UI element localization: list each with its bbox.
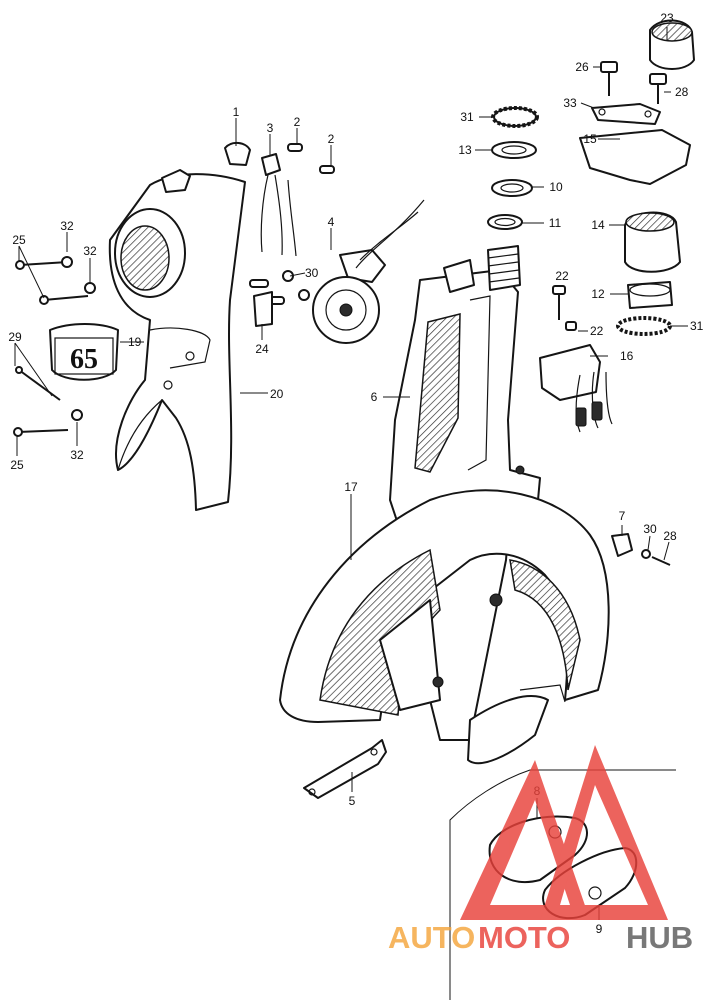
emblem-plate: 65 bbox=[49, 323, 119, 381]
label-25b: 25 bbox=[10, 458, 24, 472]
label-25a: 25 bbox=[12, 233, 26, 247]
label-14: 14 bbox=[591, 218, 605, 232]
steering-lock bbox=[539, 285, 613, 433]
label-32a: 32 bbox=[60, 219, 74, 233]
label-4: 4 bbox=[328, 215, 335, 229]
label-16: 16 bbox=[620, 349, 634, 363]
watermark-triangle-inner bbox=[540, 745, 668, 920]
label-22b: 22 bbox=[590, 324, 604, 338]
steering-parts bbox=[487, 19, 695, 309]
horn bbox=[249, 199, 425, 344]
label-23: 23 bbox=[660, 11, 674, 25]
emblem-text: 65 bbox=[70, 344, 98, 375]
label-9: 9 bbox=[596, 922, 603, 936]
label-31a: 31 bbox=[460, 110, 474, 124]
label-12: 12 bbox=[591, 287, 605, 301]
label-26: 26 bbox=[575, 60, 589, 74]
label-10: 10 bbox=[549, 180, 563, 194]
label-17: 17 bbox=[344, 480, 358, 494]
headlight-case bbox=[108, 169, 246, 511]
label-28b: 28 bbox=[663, 529, 677, 543]
label-1: 1 bbox=[233, 105, 240, 119]
label-11: 11 bbox=[549, 216, 562, 230]
label-28a: 28 bbox=[675, 85, 689, 99]
label-15: 15 bbox=[583, 132, 597, 146]
label-32b: 32 bbox=[83, 244, 97, 258]
label-5: 5 bbox=[349, 794, 356, 808]
leader-lines bbox=[14, 27, 688, 920]
watermark-auto: AUTO bbox=[388, 920, 475, 955]
label-30a: 30 bbox=[305, 266, 319, 280]
label-32c: 32 bbox=[70, 448, 84, 462]
rear-fender bbox=[279, 489, 610, 765]
label-22a: 22 bbox=[555, 269, 569, 283]
label-13: 13 bbox=[458, 143, 472, 157]
label-29: 29 bbox=[8, 330, 22, 344]
label-2b: 2 bbox=[328, 132, 335, 146]
label-3: 3 bbox=[267, 121, 274, 135]
label-6: 6 bbox=[371, 390, 378, 404]
label-2a: 2 bbox=[294, 115, 301, 129]
watermark-triangle-outer bbox=[460, 760, 590, 920]
bracket-5 bbox=[303, 739, 387, 799]
label-33: 33 bbox=[563, 96, 577, 110]
label-19: 19 bbox=[128, 335, 142, 349]
switch-parts bbox=[224, 142, 335, 257]
label-20: 20 bbox=[270, 387, 284, 401]
watermark-moto: MOTO bbox=[478, 920, 570, 955]
label-30b: 30 bbox=[643, 522, 657, 536]
watermark-hub: HUB bbox=[626, 920, 693, 955]
watermark-logo: AUTO MOTO HUB bbox=[388, 745, 693, 955]
small-parts-right bbox=[611, 533, 671, 566]
part-labels: 1 3 2 2 4 30 24 6 17 5 19 20 32 32 25 29… bbox=[8, 11, 703, 936]
label-31b: 31 bbox=[690, 319, 704, 333]
label-24: 24 bbox=[255, 342, 269, 356]
label-7: 7 bbox=[619, 509, 626, 523]
